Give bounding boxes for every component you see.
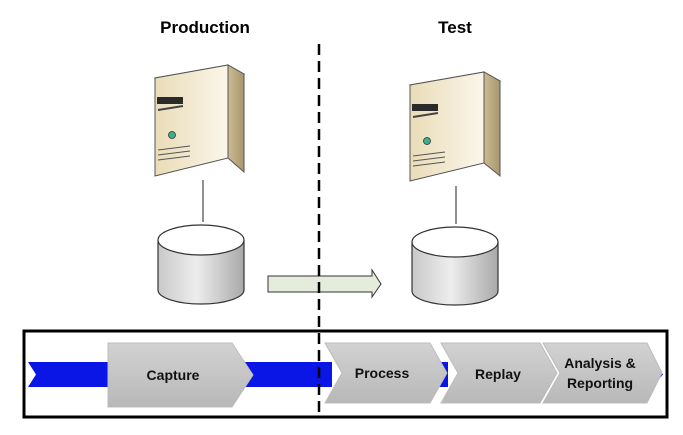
stage-replay	[440, 342, 558, 404]
stage-analysis-label-line1: Analysis &	[564, 355, 636, 371]
stage-capture-label: Capture	[147, 367, 200, 383]
stage-capture	[107, 342, 254, 408]
test-server-icon	[408, 71, 502, 182]
test-title: Test	[438, 18, 472, 37]
production-database-icon	[157, 224, 245, 305]
stage-process	[324, 342, 448, 404]
stage-analysis-label-line2: Reporting	[567, 375, 633, 391]
stage-replay-label: Replay	[475, 366, 521, 382]
transfer-arrow-right-icon	[267, 268, 382, 299]
production-server-icon	[153, 64, 246, 177]
stage-analysis-reporting	[542, 342, 663, 404]
test-database-icon	[411, 226, 499, 306]
stage-process-label: Process	[355, 365, 410, 381]
production-title: Production	[160, 18, 250, 37]
